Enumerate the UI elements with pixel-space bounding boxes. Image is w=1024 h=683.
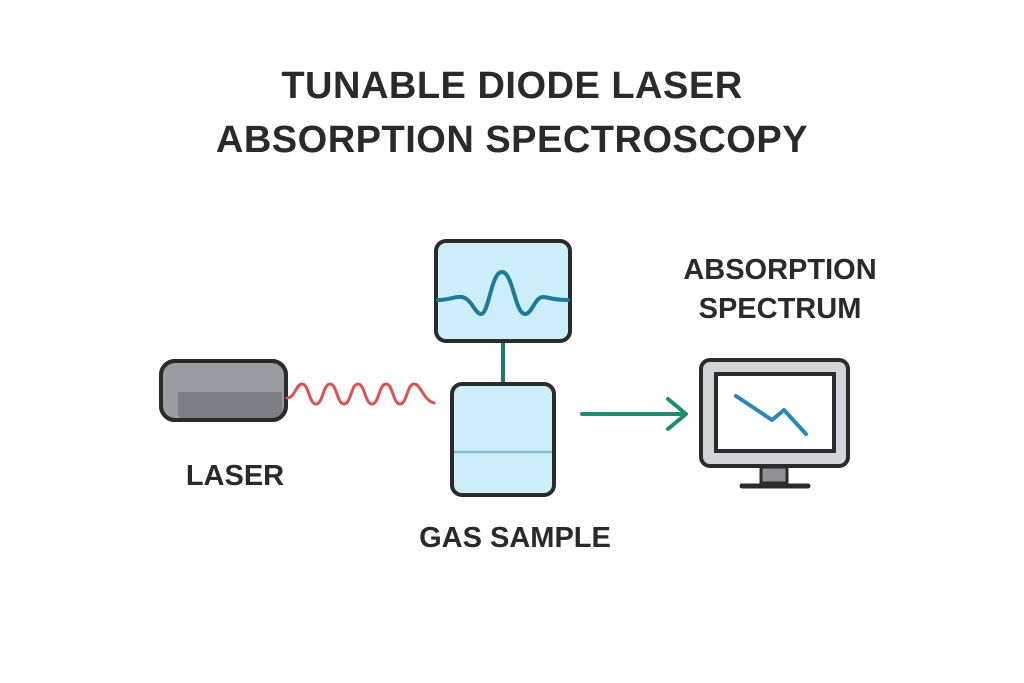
spectrum-line xyxy=(734,394,808,436)
spectrum-label-line2: SPECTRUM xyxy=(698,293,862,325)
diagram-title-line2: ABSORPTION SPECTROSCOPY xyxy=(215,119,809,161)
diagram-title-line1: TUNABLE DIODE LASER xyxy=(281,65,743,107)
waveform-display-icon xyxy=(434,239,572,343)
laser-label: LASER xyxy=(185,460,285,492)
light-wave-icon xyxy=(285,382,436,406)
arrow-right-icon xyxy=(580,397,688,431)
spectrum-label-line1: ABSORPTION xyxy=(683,254,877,286)
laser-device-icon xyxy=(159,359,288,422)
gas-sample-label: GAS SAMPLE xyxy=(419,522,611,554)
gas-cell-icon xyxy=(450,382,556,497)
monitor-spectrum-icon xyxy=(699,358,850,489)
